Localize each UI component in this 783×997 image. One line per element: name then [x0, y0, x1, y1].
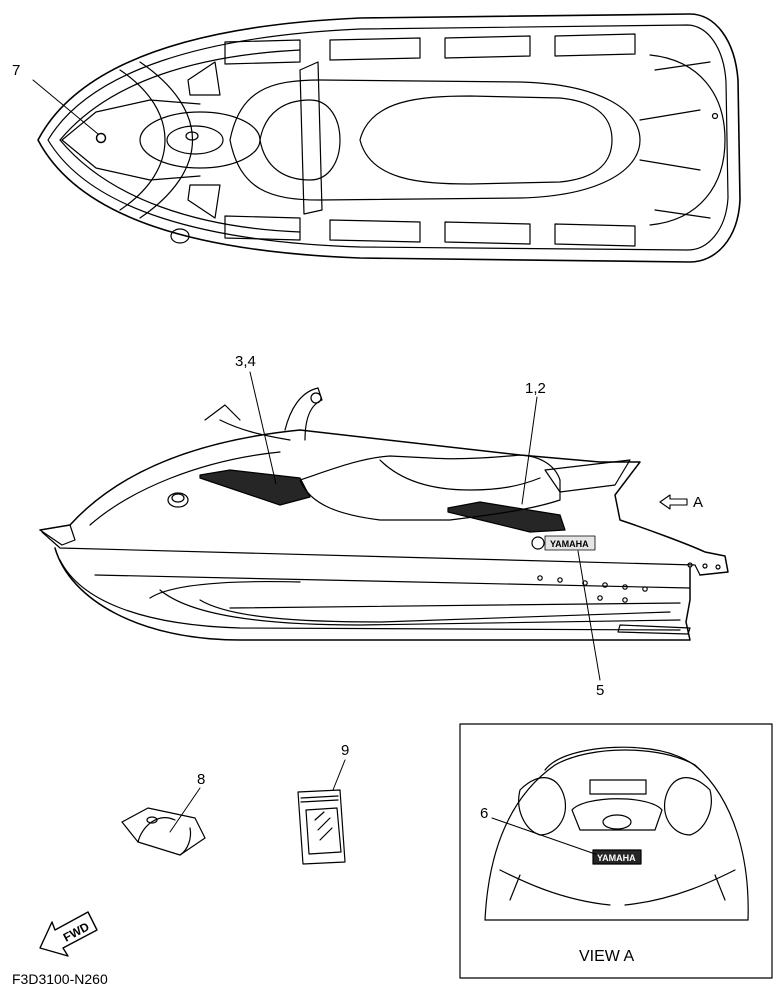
- view-a-frame: [459, 723, 773, 979]
- leader-7: [32, 79, 99, 135]
- leader-9: [332, 759, 346, 791]
- fwd-arrow-icon: [39, 911, 98, 957]
- part-9-holder: [297, 789, 346, 865]
- side-yamaha-decal: YAMAHA: [550, 539, 589, 549]
- leader-6: [491, 817, 599, 856]
- top-view-hull: [37, 13, 741, 263]
- view-a-stern: [484, 746, 749, 921]
- stern-yamaha-decal: YAMAHA: [597, 853, 636, 863]
- part-8-cover: [121, 807, 206, 856]
- figure-code: F3D3100-N260: [12, 971, 108, 987]
- callout-1-2: 1,2: [525, 380, 546, 397]
- leader-3-4: [249, 371, 277, 485]
- side-view-hull: [39, 387, 729, 641]
- view-a-label: VIEW A: [579, 948, 635, 965]
- callout-7: 7: [12, 62, 21, 79]
- view-a-arrow: [659, 494, 688, 510]
- leader-8: [169, 787, 201, 833]
- callout-6: 6: [480, 805, 489, 822]
- callout-3-4: 3,4: [235, 353, 256, 370]
- leader-5: [577, 550, 601, 681]
- callout-9: 9: [341, 742, 350, 759]
- leader-1-2: [521, 396, 538, 505]
- callout-8: 8: [197, 771, 206, 788]
- callout-a: A: [693, 494, 704, 511]
- callout-5: 5: [596, 682, 605, 699]
